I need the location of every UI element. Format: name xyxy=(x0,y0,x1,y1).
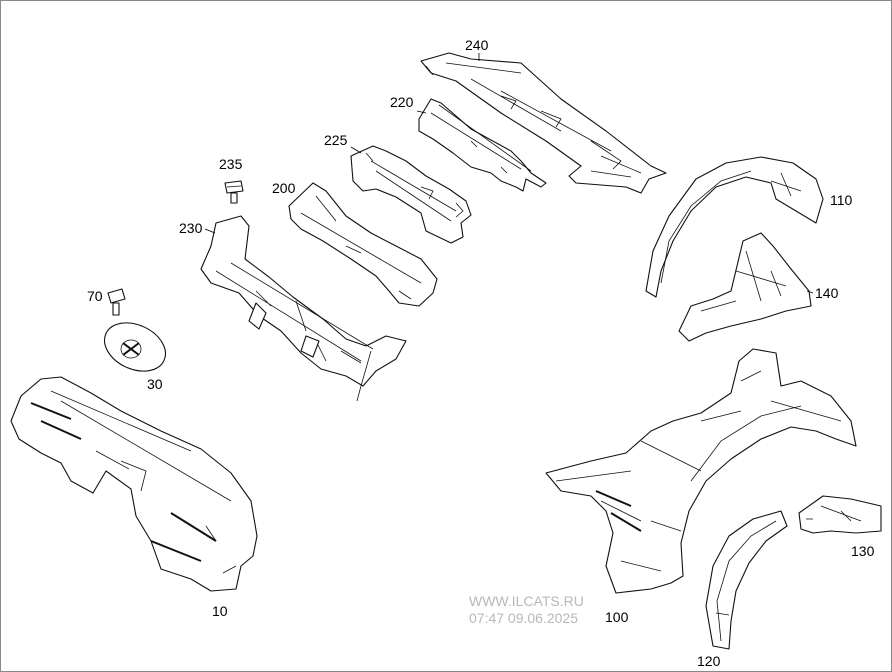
callout-225: 225 xyxy=(324,132,348,148)
callout-230: 230 xyxy=(179,220,203,236)
part-235-bolt[interactable] xyxy=(224,180,244,204)
part-100-wheelhouse[interactable] xyxy=(545,348,857,594)
callout-10: 10 xyxy=(212,603,228,619)
part-225-bracket[interactable] xyxy=(350,145,472,244)
callout-140: 140 xyxy=(815,285,839,301)
watermark: WWW.ILCATS.RU 07:47 09.06.2025 xyxy=(469,593,584,627)
part-140-bracket[interactable] xyxy=(678,232,812,342)
callout-70: 70 xyxy=(87,288,103,304)
part-220-support[interactable] xyxy=(418,98,547,192)
leader-140 xyxy=(806,290,814,294)
part-230-frame[interactable] xyxy=(200,215,407,402)
part-120-curved-panel[interactable] xyxy=(705,510,788,650)
callout-235: 235 xyxy=(219,156,243,172)
part-30-grommet[interactable] xyxy=(97,314,174,381)
part-200-channel[interactable] xyxy=(288,182,438,307)
callout-110: 110 xyxy=(830,192,853,208)
callout-130: 130 xyxy=(851,543,875,559)
callout-200: 200 xyxy=(272,180,296,196)
watermark-site: WWW.ILCATS.RU xyxy=(469,593,584,609)
leader-230 xyxy=(204,228,216,234)
watermark-timestamp: 07:47 09.06.2025 xyxy=(469,610,578,626)
callout-240: 240 xyxy=(465,37,489,53)
leader-225 xyxy=(350,146,362,154)
part-240-cross-member[interactable] xyxy=(420,52,667,194)
callout-30: 30 xyxy=(147,376,163,392)
callout-120: 120 xyxy=(697,653,721,669)
callout-100: 100 xyxy=(605,609,629,625)
part-70-bolt[interactable] xyxy=(107,288,126,316)
part-10-bulkhead[interactable] xyxy=(10,376,258,592)
callout-220: 220 xyxy=(390,94,414,110)
part-110-wheel-arch[interactable] xyxy=(645,156,824,298)
part-130-bracket[interactable] xyxy=(798,495,882,534)
leader-220 xyxy=(416,110,427,114)
